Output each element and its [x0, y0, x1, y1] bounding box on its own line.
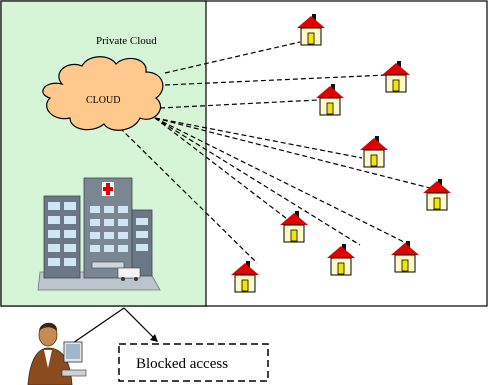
link-house-3: [159, 99, 319, 109]
arrow-head: [150, 334, 158, 342]
link-house-1: [164, 41, 301, 74]
link-house-9: [119, 127, 258, 264]
hospital-icon: [37, 177, 161, 291]
link-house-2: [164, 74, 388, 86]
private-cloud-label: Private Cloud: [96, 35, 157, 47]
link-house-6: [154, 117, 296, 226]
blocked-access-box: [118, 343, 269, 382]
cloud-icon: [42, 56, 164, 131]
link-house-4: [154, 117, 363, 159]
user-at-computer-icon: [27, 322, 87, 385]
cloud-label: CLOUD: [86, 95, 120, 106]
link-house-5: [154, 117, 431, 189]
connection-lines: [119, 41, 431, 264]
blocked-access-label: Blocked access: [136, 356, 228, 372]
link-house-7: [154, 117, 361, 246]
access-lines: [69, 307, 157, 346]
